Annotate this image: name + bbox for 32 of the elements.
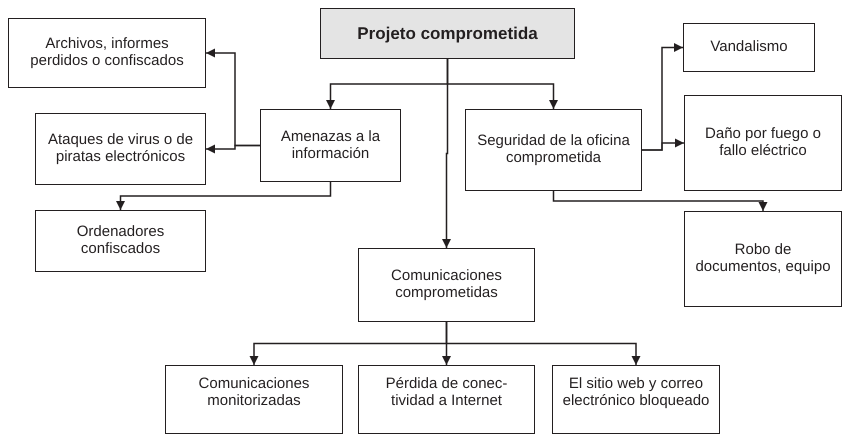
box-label: Ordenadores confiscados	[76, 224, 166, 258]
connector-arrow	[552, 191, 768, 211]
box-label: Vandalismo	[710, 39, 788, 56]
connector-arrow	[446, 322, 640, 365]
box-label: Ataques de virus o de piratas electrónicos	[46, 132, 194, 166]
topic-box	[165, 365, 343, 434]
box-label: Archivos, informes perdidos o confiscados	[29, 36, 185, 70]
topic-box	[684, 95, 842, 191]
box-label: Comunicaciones monitorizadas	[198, 376, 310, 410]
topic-box	[358, 365, 535, 434]
box-label: Robo de documentos, equipo	[694, 242, 832, 276]
topic-box	[260, 109, 401, 182]
box-label: Comunicaciones comprometidas	[390, 268, 503, 302]
topic-box	[465, 109, 642, 191]
topic-box	[552, 365, 720, 434]
box-label: El sitio web y correo electrónico bloqueado	[562, 376, 710, 410]
connector-arrow	[442, 59, 451, 248]
title-box	[320, 8, 575, 59]
topic-box	[35, 113, 206, 185]
box-label: Amenazas a la información	[280, 128, 382, 162]
topic-box	[358, 248, 535, 322]
box-label: Daño por fuego o fallo eléctrico	[704, 126, 822, 160]
connector-arrow	[642, 138, 684, 151]
box-label: Projeto comprometida	[357, 24, 538, 44]
connector-arrow	[206, 144, 260, 154]
topic-box	[683, 23, 815, 72]
connector-arrow	[116, 182, 332, 210]
topic-box	[8, 18, 206, 88]
topic-box	[684, 211, 842, 307]
box-label: Seguridad de la oficina comprometida	[476, 133, 631, 167]
topic-box	[35, 210, 206, 272]
box-label: Pérdida de conec- tividad a Internet	[384, 376, 508, 410]
